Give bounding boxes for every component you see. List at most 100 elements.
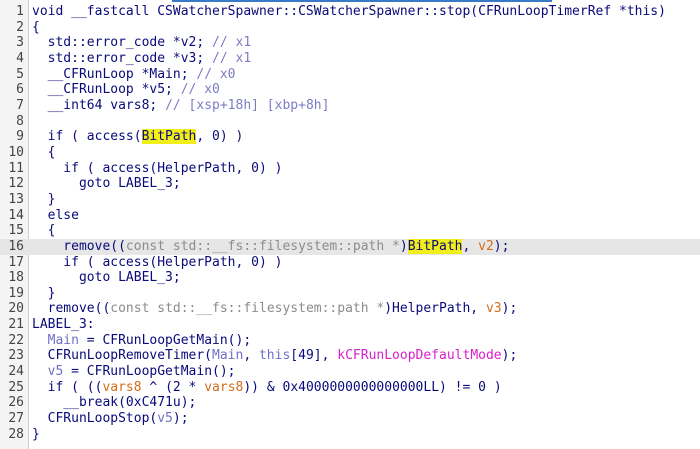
code-comment[interactable]: // [xsp+18h] [xbp+8h]: [165, 97, 330, 113]
code-token[interactable]: v5: [157, 411, 173, 427]
code-token[interactable]: = CFRunLoopGetMain();: [78, 332, 252, 348]
code-line[interactable]: 8: [0, 114, 700, 130]
line-number: 21: [8, 317, 24, 333]
code-line[interactable]: 16 remove((const std::__fs::filesystem::…: [0, 238, 700, 255]
code-line[interactable]: 17 if ( access(HelperPath, 0) ): [0, 255, 700, 271]
code-token[interactable]: CFRunLoopStop(: [32, 411, 158, 427]
line-number: 20: [8, 301, 24, 317]
code-token[interactable]: __int64 vars8;: [32, 97, 166, 113]
line-number: 28: [8, 426, 24, 442]
code-token[interactable]: ,: [243, 348, 259, 364]
line-number: 12: [8, 176, 24, 192]
code-token[interactable]: if ( access(: [32, 129, 142, 145]
code-line[interactable]: 15 {: [0, 223, 700, 239]
code-token[interactable]: vars8: [204, 379, 244, 395]
code-token[interactable]: );: [172, 411, 189, 427]
code-token[interactable]: if ( ((: [32, 379, 103, 395]
code-token[interactable]: Main: [212, 348, 244, 364]
code-token[interactable]: __break(0xC471u);: [32, 395, 197, 411]
code-token[interactable]: goto LABEL_3;: [32, 176, 181, 192]
code-line[interactable]: 4 std::error_code *v3; // x1: [0, 51, 700, 67]
code-token[interactable]: , 0) ): [196, 129, 244, 145]
code-token[interactable]: {: [32, 223, 56, 239]
code-line[interactable]: 7 __int64 vars8; // [xsp+18h] [xbp+8h]: [0, 98, 700, 114]
code-line[interactable]: 21 LABEL_3:: [0, 317, 700, 333]
code-line[interactable]: 28}: [0, 427, 700, 443]
code-line[interactable]: 3 std::error_code *v2; // x1: [0, 35, 700, 51]
code-line[interactable]: 6 __CFRunLoop *v5; // x0: [0, 82, 700, 98]
code-token[interactable]: const std::__fs::filesystem::path *: [110, 301, 385, 317]
code-line[interactable]: 10 {: [0, 145, 700, 161]
code-line[interactable]: 14 else: [0, 208, 700, 224]
code-token[interactable]: remove((: [32, 301, 111, 317]
code-line[interactable]: 24 v5 = CFRunLoopGetMain();: [0, 364, 700, 380]
line-number: 23: [8, 348, 24, 364]
code-token[interactable]: = CFRunLoopGetMain();: [63, 364, 236, 380]
code-line[interactable]: 2{: [0, 20, 700, 36]
code-token[interactable]: v2: [478, 238, 494, 254]
code-line[interactable]: 11 if ( access(HelperPath, 0) ): [0, 161, 700, 177]
code-token[interactable]: std::error_code *v3;: [32, 50, 213, 66]
code-token[interactable]: {: [32, 144, 56, 160]
code-token[interactable]: v3: [485, 301, 502, 317]
code-token[interactable]: ): [399, 238, 408, 254]
code-token[interactable]: kCFRunLoopDefaultMode: [337, 348, 502, 364]
code-token[interactable]: ,: [462, 238, 479, 254]
code-line[interactable]: 26 __break(0xC471u);: [0, 395, 700, 411]
code-line[interactable]: 13 }: [0, 192, 700, 208]
line-number: 24: [8, 364, 24, 380]
code-token[interactable]: vars8: [102, 379, 142, 395]
code-token[interactable]: else: [32, 207, 79, 223]
code-line[interactable]: 27 CFRunLoopStop(v5);: [0, 411, 700, 427]
code-token[interactable]: void __fastcall CSWatcherSpawner::CSWatc…: [32, 4, 666, 19]
code-line[interactable]: 5 __CFRunLoop *Main; // x0: [0, 67, 700, 83]
code-line[interactable]: 22 Main = CFRunLoopGetMain();: [0, 333, 700, 349]
code-token[interactable]: }: [32, 191, 56, 207]
code-comment[interactable]: // x0: [180, 82, 220, 98]
code-comment[interactable]: // x1: [212, 50, 252, 66]
line-number: 9: [16, 129, 24, 145]
code-line[interactable]: 18 goto LABEL_3;: [0, 270, 700, 286]
code-token[interactable]: }: [32, 285, 56, 301]
line-number-gutter: [0, 0, 29, 449]
code-comment[interactable]: // x0: [196, 66, 236, 82]
code-line[interactable]: 20 remove((const std::__fs::filesystem::…: [0, 301, 700, 317]
code-token[interactable]: Main: [47, 332, 79, 348]
code-token[interactable]: ^ (2 *: [141, 379, 205, 395]
code-token[interactable]: [32, 333, 48, 348]
code-token[interactable]: );: [501, 348, 518, 364]
code-token[interactable]: CFRunLoopRemoveTimer(: [32, 348, 213, 364]
code-token[interactable]: goto LABEL_3;: [32, 270, 181, 286]
code-token[interactable]: {: [32, 19, 40, 35]
code-token[interactable]: )HelperPath,: [384, 301, 486, 317]
highlighted-identifier[interactable]: BitPath: [407, 238, 463, 254]
code-line[interactable]: 12 goto LABEL_3;: [0, 176, 700, 192]
code-line[interactable]: 23 CFRunLoopRemoveTimer(Main, this[49], …: [0, 348, 700, 364]
code-token[interactable]: __CFRunLoop *Main;: [32, 66, 197, 82]
code-line[interactable]: 25 if ( ((vars8 ^ (2 * vars8)) & 0x40000…: [0, 380, 700, 396]
code-token[interactable]: __CFRunLoop *v5;: [32, 82, 181, 98]
code-token[interactable]: LABEL_3:: [32, 317, 95, 333]
line-number: 8: [16, 113, 24, 129]
code-token[interactable]: [32, 364, 48, 379]
code-token[interactable]: remove((: [32, 238, 126, 254]
code-token[interactable]: v5: [47, 364, 64, 380]
code-token[interactable]: this: [258, 348, 291, 364]
code-line[interactable]: 9 if ( access(BitPath, 0) ): [0, 129, 700, 145]
highlighted-identifier[interactable]: BitPath: [141, 129, 197, 145]
code-token[interactable]: );: [501, 301, 518, 317]
code-line[interactable]: 19 }: [0, 286, 700, 302]
code-token[interactable]: [49],: [290, 348, 338, 364]
code-token[interactable]: }: [32, 426, 40, 442]
code-token[interactable]: if ( access(HelperPath, 0) ): [32, 254, 283, 270]
code-token[interactable]: )) & 0x4000000000000000LL) != 0 ): [243, 379, 502, 395]
line-number: 2: [16, 19, 24, 35]
code-token[interactable]: std::error_code *v2;: [32, 35, 213, 51]
line-number: 16: [8, 238, 24, 254]
code-token[interactable]: if ( access(HelperPath, 0) ): [32, 160, 283, 176]
code-token[interactable]: const std::__fs::filesystem::path *: [125, 238, 400, 254]
code-token[interactable]: );: [493, 238, 510, 254]
code-comment[interactable]: // x1: [212, 35, 252, 51]
